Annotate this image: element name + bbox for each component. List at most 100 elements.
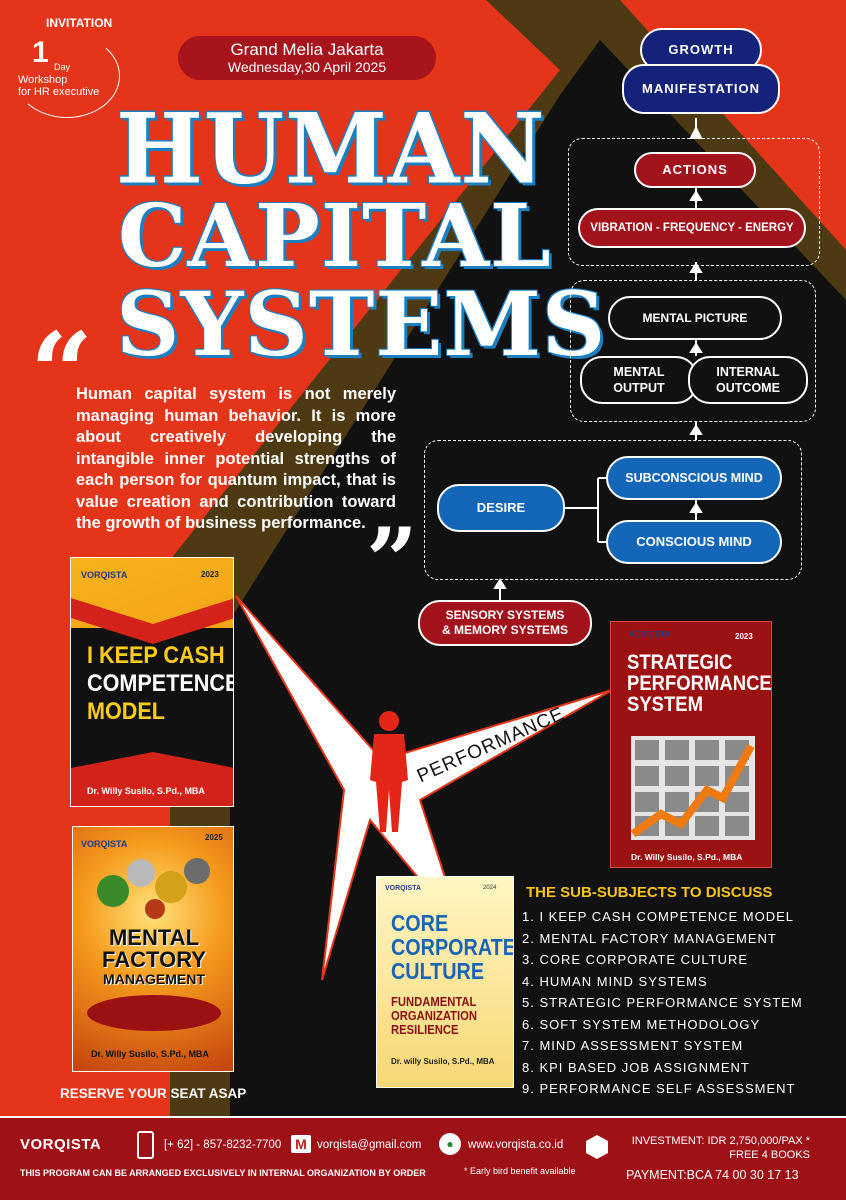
footer-payment: PAYMENT:BCA 74 00 30 17 13 [626,1168,799,1182]
desire-node: DESIRE [437,484,565,532]
subconscious-node: SUBCONSCIOUS MIND [606,456,782,500]
footer-brand: VORQISTA [20,1136,102,1153]
book-title-line: CORE [391,910,449,936]
footer-phone[interactable]: [+ 62] - 857-8232-7700 [164,1139,282,1151]
list-item: 3. CORE CORPORATE CULTURE [522,952,749,967]
footer-note: THIS PROGRAM CAN BE ARRANGED EXCLUSIVELY… [20,1168,426,1178]
title-line-3: SYSTEMS [116,272,607,376]
day-word: Day [54,62,71,72]
internal-outcome-node: INTERNAL OUTCOME [688,356,808,404]
book-author: Dr. willy Susilo, S.Pd., MBA [391,1057,495,1066]
arrow-up-icon [493,578,507,589]
mail-icon: M [291,1135,311,1153]
node-label: MENTAL [613,365,665,379]
book-logo: VORQISTA [81,839,128,849]
node-label: SENSORY SYSTEMS [445,608,565,622]
manifestation-node: MANIFESTATION [622,64,780,114]
book-logo: VORQISTA [629,630,671,639]
book-author: Dr. Willy Susilo, S.Pd., MBA [91,1049,209,1059]
vibration-node: VIBRATION - FREQUENCY - ENERGY [578,208,806,248]
book-core-culture: VORQISTA 2024 CORE CORPORATE CULTURE FUN… [376,876,514,1088]
phone-icon [137,1131,154,1159]
book-title-line: FACTORY [102,947,206,972]
open-quote-icon: “ [30,308,94,437]
book-title: I KEEP CASH COMPETENCE MODEL [87,642,234,726]
node-label: OUTCOME [716,381,780,395]
arrow-up-icon [689,502,703,513]
workshop-line: Workshop [18,74,68,86]
list-item: 9. PERFORMANCE SELF ASSESSMENT [522,1081,796,1096]
footer-investment: INVESTMENT: IDR 2,750,000/PAX * FREE 4 B… [614,1134,810,1162]
subjects-heading: THE SUB-SUBJECTS TO DISCUSS [526,884,773,901]
node-label: & MEMORY SYSTEMS [441,623,569,637]
book-title: CORE CORPORATE CULTURE [391,910,513,984]
book-strategic-performance: VORQISTA 2023 STRATEGIC PERFORMANCE SYST… [610,621,772,868]
book-competence-model: VORQISTA 2023 I KEEP CASH COMPETENCE MOD… [70,557,234,807]
day-number: 1 [32,36,49,69]
book-title-line: SYSTEM [627,693,703,716]
arrow-up-icon [689,190,703,201]
human-figure-icon [370,711,408,832]
footer-early-bird: * Early bird benefit available [464,1166,576,1176]
day-circle [14,34,120,118]
list-item: 5. STRATEGIC PERFORMANCE SYSTEM [522,995,803,1010]
quote-text: Human capital system is not merely manag… [76,385,396,532]
book-title: STRATEGIC PERFORMANCE SYSTEM [627,652,772,716]
hexagon-icon [586,1135,608,1159]
book-subtitle: FUNDAMENTAL ORGANIZATION RESILIENCE [391,995,477,1037]
growth-arrow-icon [631,744,755,838]
book-subtitle-line: RESILIENCE [391,1023,459,1037]
arrow-up-icon [689,342,703,353]
title-line-1: HUMAN [116,92,546,206]
footer-website[interactable]: www.vorqista.co.id [468,1139,564,1151]
book-title-line: PERFORMANCE [627,672,772,695]
investment-bonus: FREE 4 BOOKS [729,1149,810,1161]
book-title-line: COMPETENCE [87,670,234,697]
book-title-line: MANAGEMENT [103,971,205,987]
audience-line: for HR executive [18,86,100,98]
mental-group [570,280,816,422]
book-title: MENTAL FACTORY MANAGEMENT [73,925,233,988]
node-label: INTERNAL [716,365,780,379]
book-title-line: I KEEP CASH [87,642,225,669]
mind-group [424,440,802,580]
book-year: 2024 [483,885,497,891]
book-title-line: MENTAL [108,925,200,950]
book-year: 2025 [205,833,223,842]
book-emblem [87,995,221,1031]
workshop-label: Workshop for HR executive [18,74,99,98]
book-year: 2023 [735,632,753,641]
list-item: 6. SOFT SYSTEM METHODOLOGY [522,1016,761,1032]
book-stripe [71,598,233,806]
invitation-label: INVITATION [46,16,113,30]
list-item: 7. MIND ASSESSMENT SYSTEM [522,1038,744,1053]
investment-price: INVESTMENT: IDR 2,750,000/PAX * [631,1135,810,1147]
venue-badge: Grand Melia Jakarta Wednesday,30 April 2… [178,36,436,80]
arrow-up-icon [689,262,703,273]
book-logo: VORQISTA [81,570,128,580]
venue-name: Grand Melia Jakarta [230,40,384,59]
node-label: OUTPUT [613,381,665,395]
book-title-line: CULTURE [391,958,485,984]
footer-email[interactable]: vorqista@gmail.com [317,1139,422,1151]
book-cover-image [631,736,755,840]
close-quote-icon: ” [366,508,418,614]
book-mental-factory: VORQISTA 2025 MENTAL FACTORY MANAGEMENT … [72,826,234,1072]
mental-picture-node: MENTAL PICTURE [608,296,782,340]
mental-output-node: MENTAL OUTPUT [580,356,698,404]
list-item: 4. HUMAN MIND SYSTEMS [522,973,708,989]
title-line-2: CAPITAL [118,186,552,287]
reserve-seat-text: RESERVE YOUR SEAT ASAP [60,1086,247,1101]
event-date: Wednesday,30 April 2025 [227,59,387,75]
book-author: Dr. Willy Susilo, S.Pd., MBA [631,852,743,862]
book-logo: VORQISTA [385,885,422,892]
footer [0,1116,846,1200]
book-subtitle-line: FUNDAMENTAL [391,995,477,1009]
book-author: Dr. Willy Susilo, S.Pd., MBA [87,786,205,796]
gears-icon [97,858,210,919]
globe-icon: ● [439,1133,461,1155]
list-item: 8. KPI BASED JOB ASSIGNMENT [522,1059,750,1075]
book-year: 2023 [201,570,219,579]
arrow-up-icon [689,424,703,435]
